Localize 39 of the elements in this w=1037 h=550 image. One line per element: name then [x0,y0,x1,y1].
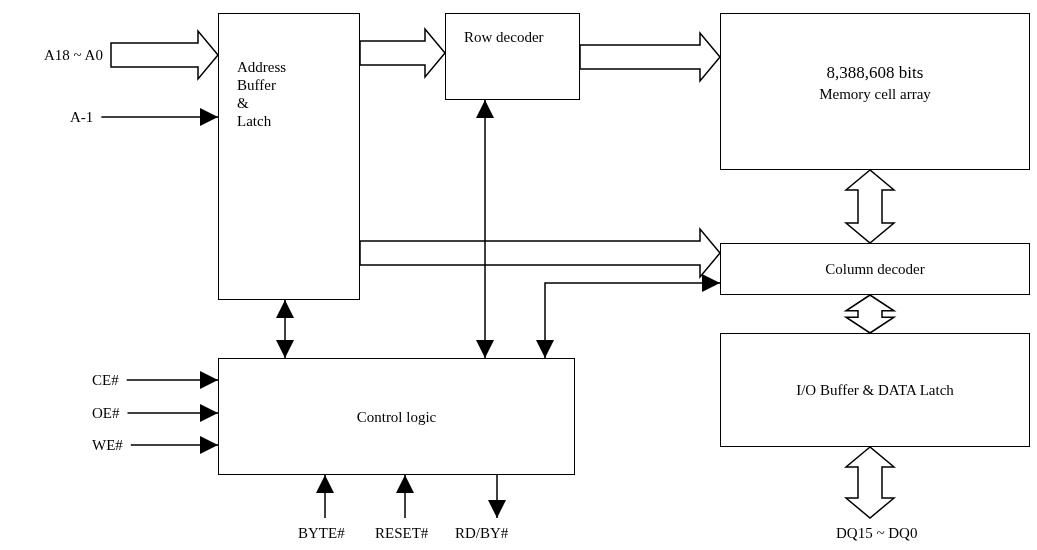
bus-arrow [359,226,721,280]
signal-label: BYTE# [298,524,345,542]
block-box [720,243,1030,295]
signal-label: OE# [92,404,120,422]
block-label: Control logic [356,407,437,426]
signal-label: WE# [92,436,123,454]
signal-label: CE# [92,371,119,389]
block-label: I/O Buffer & DATA Latch [796,381,954,399]
signal-label: DQ15 ~ DQ0 [836,524,918,542]
block-box [720,13,1030,170]
bus-arrow [843,169,897,244]
arrow [396,474,414,519]
signal-label: RESET# [375,524,429,542]
block-box [218,13,360,300]
arrow [100,108,219,126]
block-label: Column decoder [825,260,925,278]
bus-arrow [359,26,446,80]
signal-label: A-1 [70,108,94,126]
arrow [125,371,219,389]
bus-arrow [843,446,897,519]
bus-arrow [579,30,721,84]
bus-arrow [843,294,897,334]
signal-label: A18 ~ A0 [44,46,103,64]
arrow [476,99,494,359]
block-box [218,358,575,475]
block-box [445,13,580,100]
arrow [126,404,219,422]
arrow [276,299,294,359]
block-label: Row decoder [464,28,544,46]
arrow [536,274,721,359]
block-label: Memory cell array [819,85,931,104]
block-label: 8,388,608 bits [826,62,924,85]
arrow [130,436,219,454]
signal-label: RD/BY# [455,524,509,542]
arrow [316,474,334,519]
block-box [720,333,1030,447]
arrow [488,474,506,519]
bus-arrow [110,28,219,82]
block-label: Address Buffer & Latch [237,58,287,130]
